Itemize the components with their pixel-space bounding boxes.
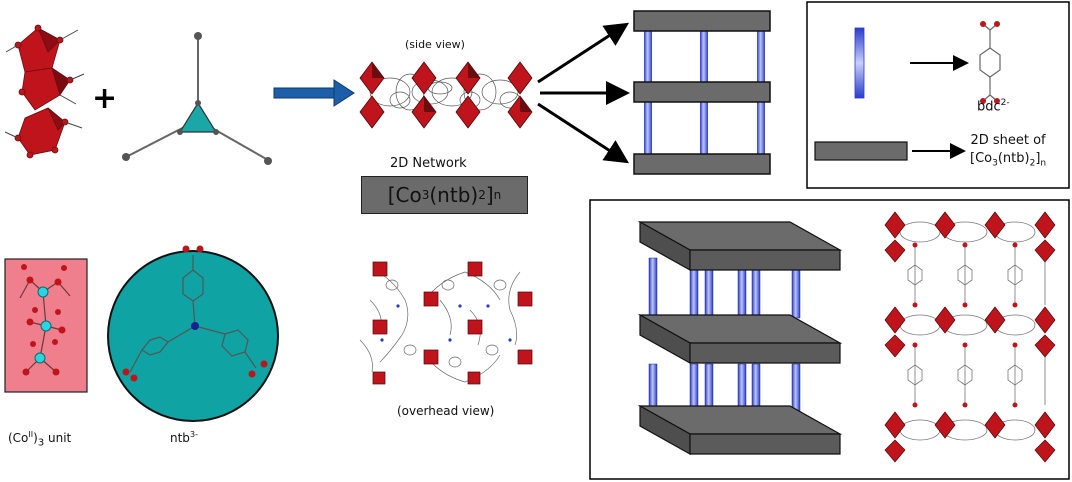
reaction-arrow (273, 79, 355, 107)
pillar-legend-icon (854, 27, 865, 99)
sheet-legend-icon (814, 141, 908, 161)
side-view-network (359, 61, 533, 129)
co3-unit-label: (CoII)3 unit (8, 430, 72, 449)
ntb-ligand-panel (107, 245, 279, 422)
co3-unit-panel (4, 258, 88, 393)
overhead-view-label: (overhead view) (397, 404, 495, 418)
ntb-tripod-node (122, 32, 272, 165)
plus-sign: + (92, 81, 117, 116)
ntb-label: ntb3- (170, 430, 198, 445)
expansion-arrows (537, 22, 630, 164)
pillared-framework-box (589, 199, 1070, 480)
pillared-stack-front-view (633, 10, 771, 175)
sheet-label: 2D sheet of [Co3(ntb)2]n (970, 133, 1047, 169)
cobalt-cluster-polyhedra (4, 24, 85, 159)
overhead-view-network (359, 261, 533, 385)
network-title: 2D Network (390, 156, 467, 171)
pillared-crystal-structure (884, 211, 1056, 463)
bdc-label: bdc2- (977, 98, 1010, 115)
side-view-label: (side view) (405, 38, 465, 51)
bdc-molecule (979, 23, 1001, 102)
legend-box (806, 1, 1070, 189)
